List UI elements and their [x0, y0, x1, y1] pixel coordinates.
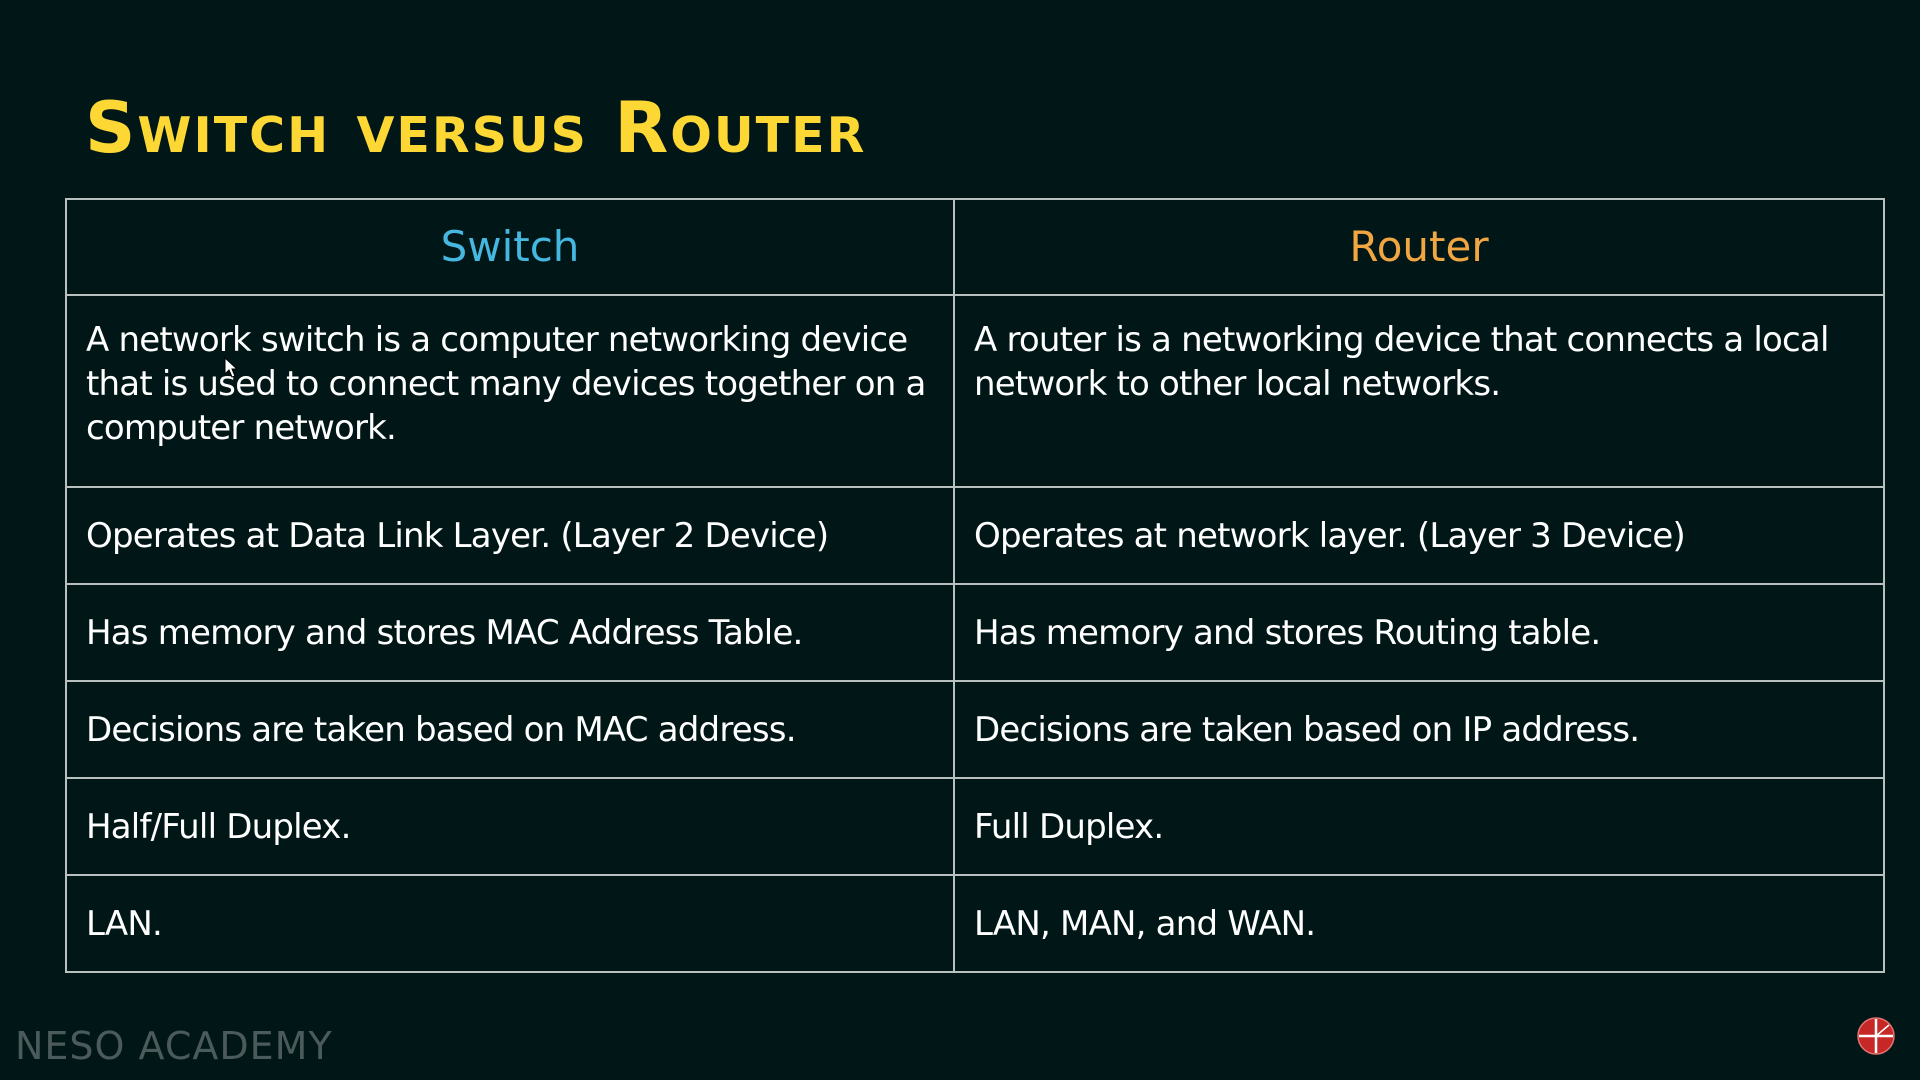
- router-cell: Has memory and stores Routing table.: [953, 583, 1885, 682]
- switch-cell: Has memory and stores MAC Address Table.: [65, 583, 955, 682]
- switch-cell: Operates at Data Link Layer. (Layer 2 De…: [65, 486, 955, 585]
- table-row: Operates at Data Link Layer. (Layer 2 De…: [65, 486, 1885, 585]
- switch-cell: Half/Full Duplex.: [65, 777, 955, 876]
- table-row: Has memory and stores MAC Address Table.…: [65, 583, 1885, 682]
- table-row: Half/Full Duplex. Full Duplex.: [65, 777, 1885, 876]
- router-cell: LAN, MAN, and WAN.: [953, 874, 1885, 973]
- comparison-table: Switch Router A network switch is a comp…: [65, 198, 1885, 973]
- switch-cell: Decisions are taken based on MAC address…: [65, 680, 955, 779]
- router-cell: Full Duplex.: [953, 777, 1885, 876]
- router-cell: A router is a networking device that con…: [953, 294, 1885, 488]
- table-row: LAN. LAN, MAN, and WAN.: [65, 874, 1885, 973]
- table-row: A network switch is a computer networkin…: [65, 294, 1885, 488]
- switch-column-header: Switch: [65, 198, 955, 296]
- slide-title: Switch versus Router: [85, 87, 867, 169]
- switch-cell: A network switch is a computer networkin…: [65, 294, 955, 488]
- router-column-header: Router: [953, 198, 1885, 296]
- table-header-row: Switch Router: [65, 198, 1885, 296]
- switch-cell: LAN.: [65, 874, 955, 973]
- neso-academy-logo-icon: [1857, 1017, 1895, 1055]
- watermark-text: NESO ACADEMY: [15, 1024, 333, 1068]
- table-row: Decisions are taken based on MAC address…: [65, 680, 1885, 779]
- router-cell: Decisions are taken based on IP address.: [953, 680, 1885, 779]
- router-cell: Operates at network layer. (Layer 3 Devi…: [953, 486, 1885, 585]
- mouse-cursor-icon: [224, 357, 238, 378]
